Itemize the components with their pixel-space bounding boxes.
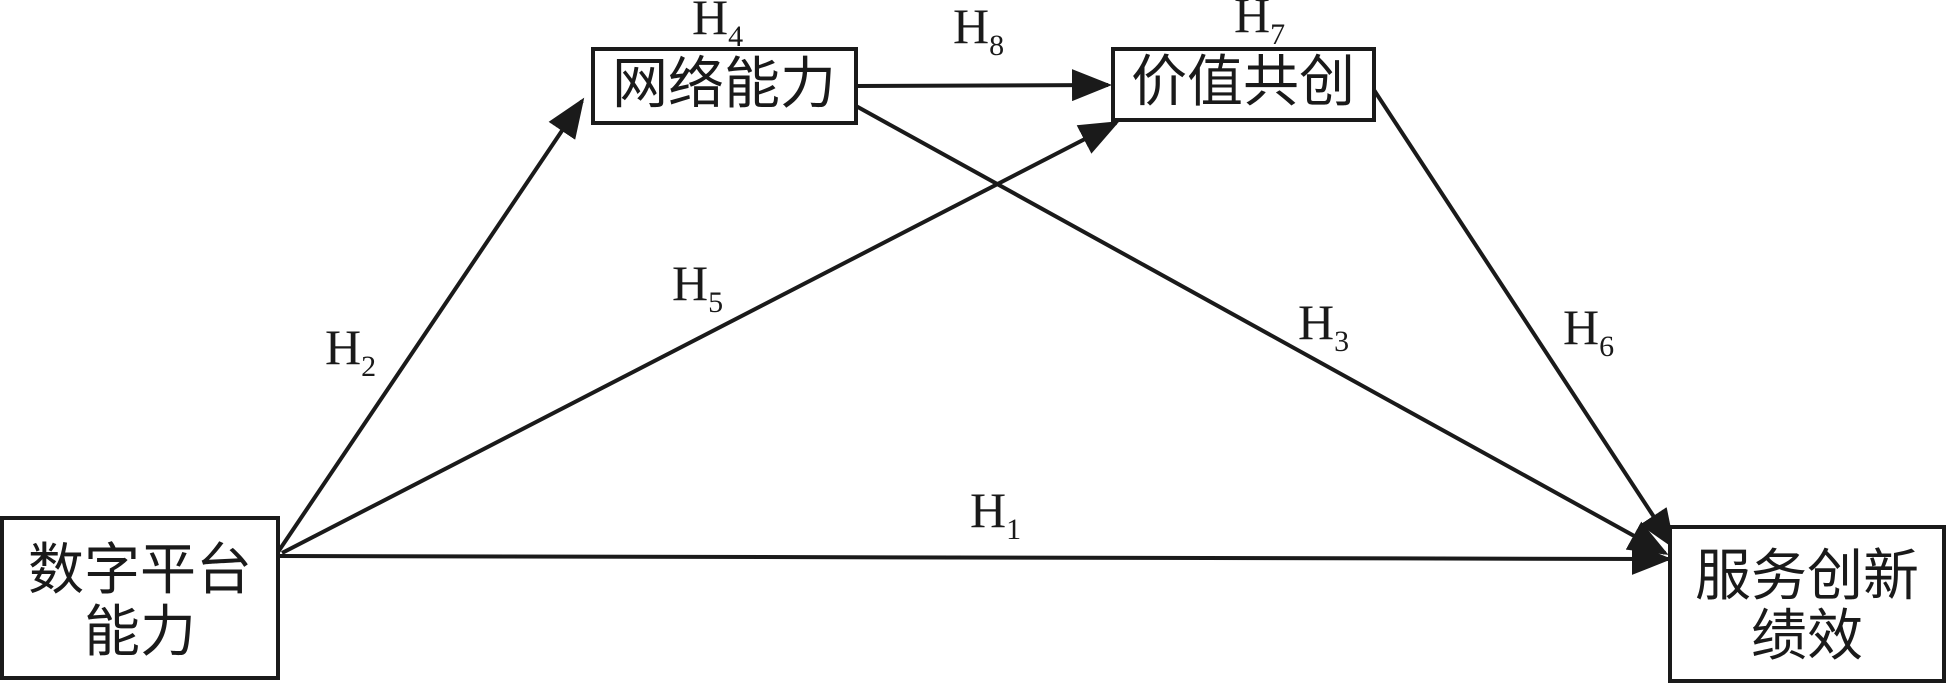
arrow-h6 — [1372, 88, 1676, 550]
arrow-h2 — [276, 97, 585, 554]
label-h5-letter: H — [672, 255, 708, 311]
arrow-h1 — [277, 542, 1672, 575]
node-digital-platform-line2: 能力 — [84, 600, 196, 665]
label-h2-letter: H — [325, 319, 361, 375]
node-network-capability-box — [591, 47, 858, 125]
label-h7-letter: H — [1234, 0, 1270, 43]
node-value-cocreation-label: 价值共创 — [1131, 50, 1355, 115]
node-network-capability: 网络能力 — [591, 47, 858, 125]
node-value-cocreation-box — [1111, 47, 1376, 122]
arrow-h3 — [855, 104, 1669, 555]
label-h6-index: 6 — [1599, 330, 1614, 363]
node-digital-platform-line1: 数字平台 — [28, 538, 252, 603]
node-service-innovation-box — [1668, 525, 1946, 683]
node-digital-platform-box — [0, 516, 280, 680]
arrow-h5 — [281, 121, 1120, 555]
label-h3-index: 3 — [1334, 325, 1349, 358]
label-h8: H8 — [953, 0, 1004, 62]
label-h5-index: 5 — [708, 286, 723, 319]
node-service-innovation-line2: 绩效 — [1751, 604, 1863, 669]
label-h8-index: 8 — [989, 29, 1004, 62]
label-h7-index: 7 — [1270, 18, 1285, 51]
label-h1-letter: H — [970, 482, 1006, 538]
label-h7: H7 — [1234, 0, 1285, 51]
node-service-innovation-line1: 服务创新 — [1695, 544, 1919, 609]
label-h1: H1 — [970, 482, 1021, 546]
label-h6-letter: H — [1563, 299, 1599, 355]
node-network-capability-label: 网络能力 — [612, 52, 836, 117]
node-digital-platform: 数字平台 能力 — [0, 516, 280, 680]
label-h5: H5 — [672, 255, 723, 319]
label-h1-index: 1 — [1006, 513, 1021, 546]
label-h8-letter: H — [953, 0, 989, 54]
label-h3-letter: H — [1298, 294, 1334, 350]
node-value-cocreation: 价值共创 — [1111, 47, 1376, 122]
hypothesis-labels: H1 H2 H3 H4 H5 H6 H7 H8 — [325, 0, 1614, 546]
label-h6: H6 — [1563, 299, 1614, 363]
arrow-h8 — [855, 69, 1112, 102]
label-h3: H3 — [1298, 294, 1349, 358]
label-h4: H4 — [692, 0, 743, 53]
node-service-innovation: 服务创新 绩效 — [1668, 525, 1946, 683]
label-h4-letter: H — [692, 0, 728, 45]
label-h2-index: 2 — [361, 350, 376, 383]
label-h2: H2 — [325, 319, 376, 383]
label-h4-index: 4 — [728, 20, 743, 53]
edges — [276, 69, 1676, 575]
